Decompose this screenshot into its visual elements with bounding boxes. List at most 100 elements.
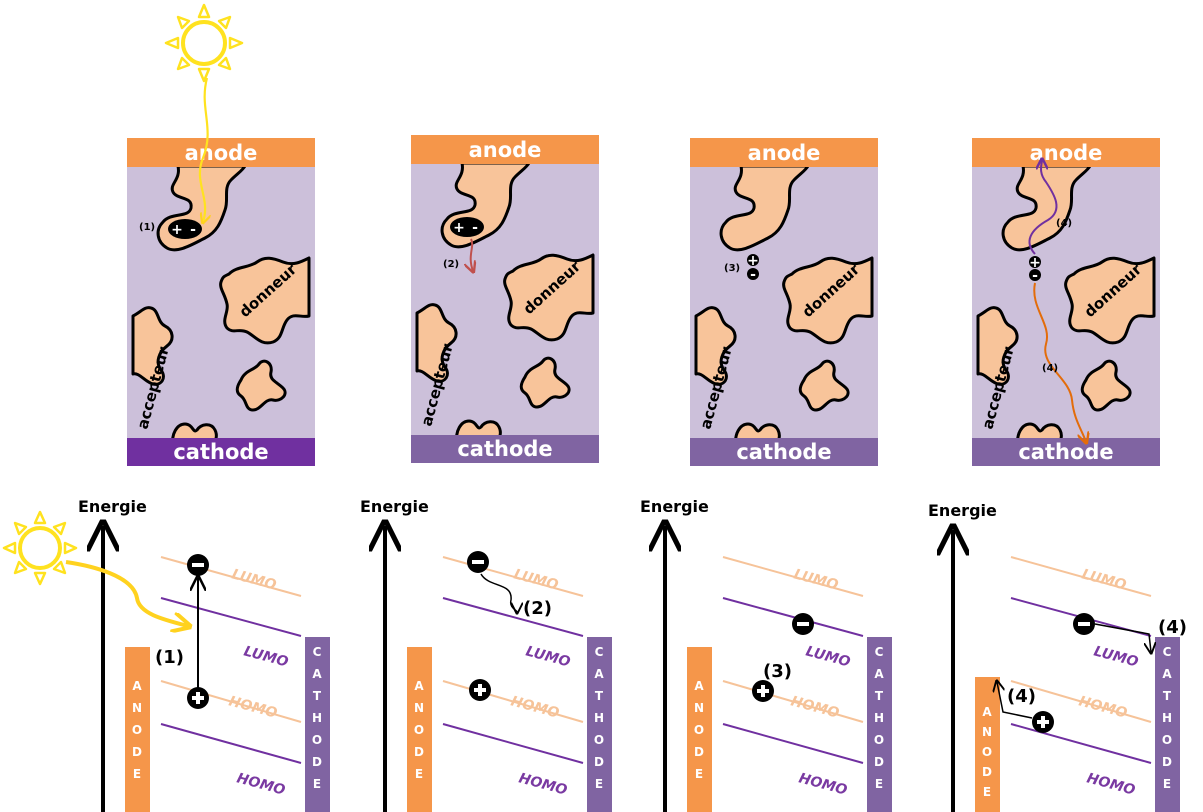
energy-panel-3: Energie LUMO LUMO HOMO HOMO A N O D E C … bbox=[640, 497, 892, 812]
cathode-letter: A bbox=[1162, 667, 1172, 681]
anode-letter: E bbox=[133, 767, 141, 781]
cathode-letter: D bbox=[312, 755, 322, 769]
energy-label: Energie bbox=[78, 497, 147, 516]
anode-block bbox=[687, 647, 712, 812]
homo-acceptor bbox=[1010, 680, 1152, 723]
morphology-panel-4: anode cathode donneur accepteur + - (4) … bbox=[972, 138, 1160, 466]
anode-letter: A bbox=[694, 679, 704, 693]
homo-label: HOMO bbox=[235, 770, 287, 798]
anode-letter: A bbox=[414, 679, 424, 693]
step-label: (1) bbox=[139, 222, 155, 233]
anode-letter: N bbox=[694, 701, 704, 715]
cathode-label: cathode bbox=[173, 440, 268, 464]
anode-bar bbox=[972, 138, 1160, 167]
anode-letter: D bbox=[982, 765, 992, 779]
morphology-panel-3: anode cathode donneur accepteur + - (3) bbox=[690, 138, 878, 466]
anode-letter: E bbox=[983, 785, 991, 799]
homo-label: HOMO bbox=[1085, 770, 1137, 798]
anode-letter: O bbox=[132, 723, 142, 737]
cathode-letter: A bbox=[874, 667, 884, 681]
plus-charge: + bbox=[453, 220, 465, 236]
anode-letter: D bbox=[414, 745, 424, 759]
anode-letter: N bbox=[414, 701, 424, 715]
plus-vertical bbox=[196, 692, 200, 704]
anode-vertical-text: A N O D E bbox=[694, 679, 704, 781]
homo-acceptor bbox=[160, 680, 302, 723]
homo-label: HOMO bbox=[789, 693, 841, 721]
cathode-bar bbox=[127, 438, 315, 466]
hole bbox=[747, 254, 759, 266]
plus-vertical bbox=[1041, 716, 1045, 728]
step-label: (2) bbox=[443, 259, 459, 270]
cathode-letter: D bbox=[874, 755, 884, 769]
minus-charge: - bbox=[1032, 268, 1038, 284]
cathode-letter: E bbox=[313, 777, 321, 791]
cathode-letter: O bbox=[1162, 733, 1172, 747]
lumo-label: LUMO bbox=[242, 643, 290, 670]
cathode-label: cathode bbox=[1018, 440, 1113, 464]
step-label: (4) bbox=[1042, 363, 1058, 374]
cathode-letter: O bbox=[312, 733, 322, 747]
plus-charge: + bbox=[747, 253, 759, 269]
cathode-letter: C bbox=[313, 645, 322, 659]
minus-charge: - bbox=[190, 222, 196, 238]
cathode-vertical-text: C A T H O D E bbox=[594, 645, 604, 791]
anode-bar bbox=[127, 138, 315, 167]
anode-block bbox=[975, 677, 1000, 812]
homo-label: HOMO bbox=[509, 693, 561, 721]
photon-path bbox=[198, 77, 208, 222]
step-label: (1) bbox=[155, 647, 184, 668]
cathode-letter: T bbox=[313, 689, 322, 703]
homo-donor bbox=[1010, 723, 1152, 764]
homo-label: HOMO bbox=[517, 770, 569, 798]
minus-sign bbox=[472, 560, 484, 564]
energy-label: Energie bbox=[640, 497, 709, 516]
anode-vertical-text: A N O D E bbox=[414, 679, 424, 781]
homo-donor bbox=[160, 723, 302, 764]
anode-label: anode bbox=[748, 141, 821, 165]
minus-charge: - bbox=[472, 220, 478, 236]
lumo-label: LUMO bbox=[512, 566, 560, 593]
homo-label: HOMO bbox=[227, 693, 279, 721]
energy-label: Energie bbox=[360, 497, 429, 516]
anode-letter: E bbox=[695, 767, 703, 781]
anode-letter: O bbox=[982, 745, 992, 759]
cathode-letter: C bbox=[1163, 645, 1172, 659]
cathode-block bbox=[305, 637, 330, 812]
cathode-letter: E bbox=[875, 777, 883, 791]
lumo-acceptor bbox=[160, 556, 302, 597]
electron bbox=[747, 268, 759, 280]
cathode-letter: A bbox=[312, 667, 322, 681]
morphology-panel-1: anode cathode donneur accepteur + - (1) bbox=[127, 77, 315, 466]
anode-label: anode bbox=[1030, 141, 1103, 165]
anode-bar bbox=[411, 135, 599, 164]
cathode-letter: O bbox=[594, 733, 604, 747]
cathode-block bbox=[867, 637, 892, 812]
cathode-letter: T bbox=[595, 689, 604, 703]
morphology-panel-2: anode cathode donneur accepteur + - (2) bbox=[411, 135, 599, 463]
lumo-acceptor bbox=[722, 556, 864, 597]
lumo-acceptor bbox=[442, 556, 584, 597]
hole bbox=[1029, 256, 1041, 268]
cathode-vertical-text: C A T H O D E bbox=[312, 645, 322, 791]
sun-icon bbox=[2, 510, 78, 586]
lumo-label: LUMO bbox=[792, 566, 840, 593]
anode-letter: A bbox=[982, 705, 992, 719]
cathode-block bbox=[587, 637, 612, 812]
exciton bbox=[168, 219, 202, 239]
hole-transport-path bbox=[1028, 160, 1058, 255]
plus-charge: + bbox=[1029, 255, 1041, 271]
cathode-letter: H bbox=[1162, 711, 1172, 725]
anode-block bbox=[125, 647, 150, 812]
minus-sign bbox=[1078, 622, 1090, 626]
cathode-letter: O bbox=[874, 733, 884, 747]
anode-letter: N bbox=[982, 725, 992, 739]
step-label: (4) bbox=[1158, 617, 1187, 638]
hole-extraction-arrow bbox=[997, 682, 1033, 719]
anode-bar bbox=[690, 138, 878, 167]
energy-panel-4: Energie LUMO LUMO HOMO HOMO A N O D E C … bbox=[928, 501, 1187, 812]
cathode-letter: T bbox=[1163, 689, 1172, 703]
cathode-letter: C bbox=[875, 645, 884, 659]
electron bbox=[1029, 269, 1041, 281]
anode-letter: O bbox=[694, 723, 704, 737]
